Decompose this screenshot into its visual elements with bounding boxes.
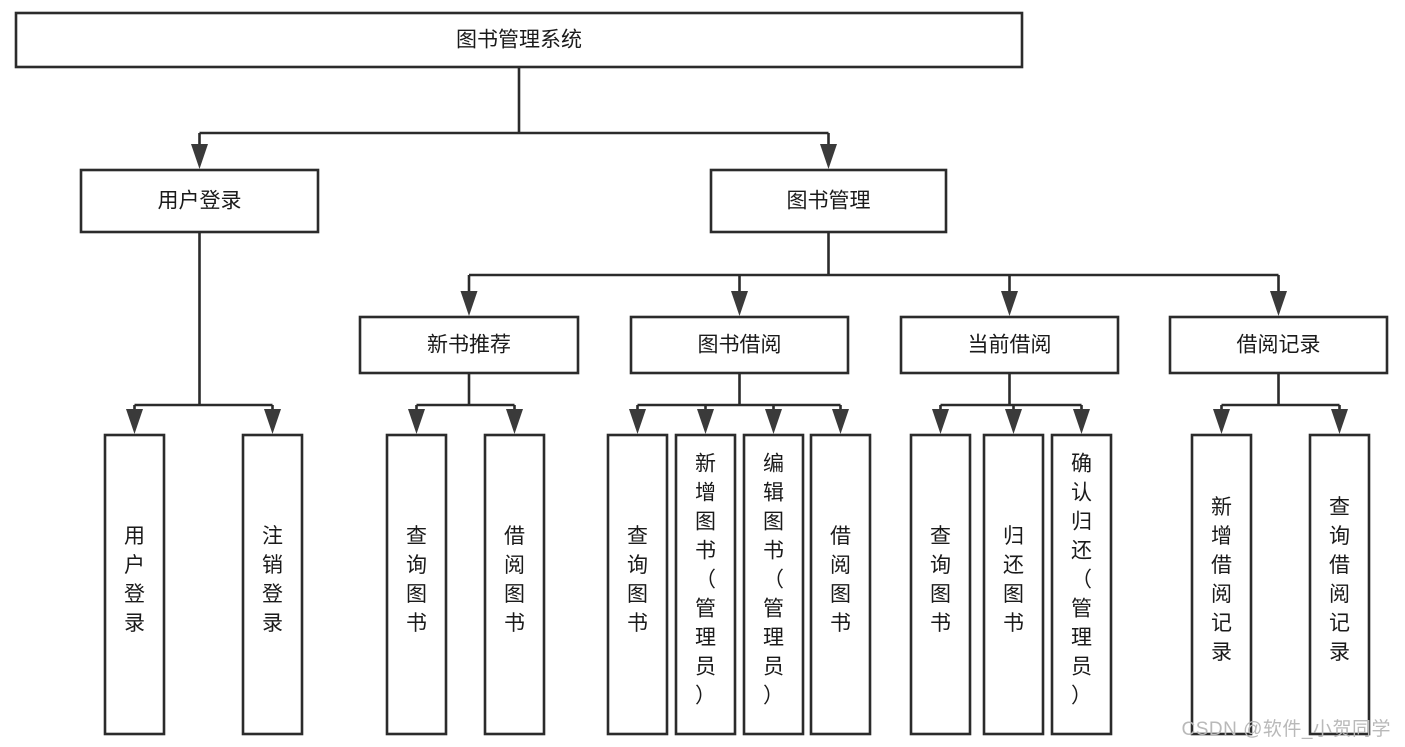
node-leaf-bo-edit[interactable]: 编辑图书（管理员） (742, 433, 805, 736)
node-label-leaf-nb-query: 查询图书 (406, 525, 427, 635)
arrow-head-leaf-bo-edit (765, 409, 782, 434)
arrow-head-login (191, 144, 208, 169)
node-box-newbook (358, 315, 580, 375)
node-layer: 图书管理系统用户登录图书管理新书推荐图书借阅当前借阅借阅记录用户登录注销登录查询… (14, 11, 1389, 736)
arrow-head-leaf-re-query (1331, 409, 1348, 434)
node-bookmgmt[interactable]: 图书管理 (709, 168, 948, 234)
node-box-leaf-user-logout (241, 433, 304, 736)
node-box-current (899, 315, 1120, 375)
arrow-head-leaf-nb-query (408, 409, 425, 434)
node-current[interactable]: 当前借阅 (899, 315, 1120, 375)
node-leaf-nb-borrow[interactable]: 借阅图书 (483, 433, 546, 736)
node-label-leaf-cu-confirm: 确认归还（管理员） (1071, 453, 1092, 708)
node-root[interactable]: 图书管理系统 (14, 11, 1024, 69)
node-label-leaf-bo-add: 新增图书（管理员） (695, 453, 716, 708)
node-box-leaf-nb-query (385, 433, 448, 736)
node-leaf-bo-query[interactable]: 查询图书 (606, 433, 669, 736)
arrow-head-leaf-user-login (126, 409, 143, 434)
node-box-leaf-re-query (1308, 433, 1371, 736)
node-label-leaf-user-logout: 注销登录 (262, 525, 283, 635)
arrow-head-leaf-re-add (1213, 409, 1230, 434)
node-leaf-user-login[interactable]: 用户登录 (103, 433, 166, 736)
node-box-leaf-bo-borrow (809, 433, 872, 736)
node-label-leaf-user-login: 用户登录 (124, 525, 145, 635)
watermark-text: CSDN @软件_小贺同学 (1181, 719, 1391, 740)
node-label-leaf-bo-borrow: 借阅图书 (830, 525, 851, 635)
arrow-head-leaf-cu-query (932, 409, 949, 434)
arrow-head-leaf-nb-borrow (506, 409, 523, 434)
node-box-leaf-re-add (1190, 433, 1253, 736)
node-box-bookmgmt (709, 168, 948, 234)
node-label-leaf-cu-return: 归还图书 (1003, 525, 1024, 635)
node-label-root: 图书管理系统 (456, 29, 582, 52)
connector-layer (126, 67, 1348, 434)
node-label-leaf-bo-edit: 编辑图书（管理员） (763, 453, 784, 708)
node-box-leaf-cu-confirm (1050, 433, 1113, 736)
node-box-login (79, 168, 320, 234)
node-box-leaf-bo-edit (742, 433, 805, 736)
node-box-records (1168, 315, 1389, 375)
arrow-head-newbook (460, 291, 478, 316)
node-box-borrow (629, 315, 850, 375)
node-borrow[interactable]: 图书借阅 (629, 315, 850, 375)
node-box-leaf-cu-return (982, 433, 1045, 736)
node-leaf-bo-borrow[interactable]: 借阅图书 (809, 433, 872, 736)
node-label-leaf-cu-query: 查询图书 (930, 525, 951, 635)
arrow-head-borrow (731, 291, 748, 316)
node-login[interactable]: 用户登录 (79, 168, 320, 234)
arrow-head-records (1270, 291, 1287, 316)
node-box-leaf-bo-query (606, 433, 669, 736)
node-leaf-re-add[interactable]: 新增借阅记录 (1190, 433, 1253, 736)
node-label-newbook: 新书推荐 (427, 334, 511, 357)
node-box-leaf-user-login (103, 433, 166, 736)
node-label-records: 借阅记录 (1237, 334, 1321, 357)
arrow-head-leaf-bo-add (697, 409, 714, 434)
node-label-login: 用户登录 (158, 190, 242, 213)
node-box-leaf-nb-borrow (483, 433, 546, 736)
node-label-leaf-nb-borrow: 借阅图书 (504, 525, 525, 635)
node-label-bookmgmt: 图书管理 (787, 190, 871, 213)
node-leaf-bo-add[interactable]: 新增图书（管理员） (674, 433, 737, 736)
node-leaf-user-logout[interactable]: 注销登录 (241, 433, 304, 736)
node-box-leaf-bo-add (674, 433, 737, 736)
node-leaf-cu-return[interactable]: 归还图书 (982, 433, 1045, 736)
node-label-borrow: 图书借阅 (698, 334, 782, 357)
node-leaf-cu-query[interactable]: 查询图书 (909, 433, 972, 736)
arrow-head-leaf-user-logout (264, 409, 281, 434)
arrow-head-leaf-bo-query (629, 409, 646, 434)
arrow-head-current (1001, 291, 1018, 316)
node-label-current: 当前借阅 (968, 334, 1052, 357)
arrow-head-leaf-cu-confirm (1073, 409, 1090, 434)
arrow-head-leaf-bo-borrow (832, 409, 849, 434)
node-label-leaf-bo-query: 查询图书 (627, 525, 648, 635)
arrow-head-leaf-cu-return (1005, 409, 1022, 434)
arrow-head-bookmgmt (820, 144, 837, 169)
node-box-root (14, 11, 1024, 69)
node-records[interactable]: 借阅记录 (1168, 315, 1389, 375)
node-leaf-re-query[interactable]: 查询借阅记录 (1308, 433, 1371, 736)
node-leaf-nb-query[interactable]: 查询图书 (385, 433, 448, 736)
node-leaf-cu-confirm[interactable]: 确认归还（管理员） (1050, 433, 1113, 736)
node-label-leaf-re-add: 新增借阅记录 (1211, 496, 1232, 664)
node-box-leaf-cu-query (909, 433, 972, 736)
node-newbook[interactable]: 新书推荐 (358, 315, 580, 375)
node-label-leaf-re-query: 查询借阅记录 (1329, 496, 1350, 664)
